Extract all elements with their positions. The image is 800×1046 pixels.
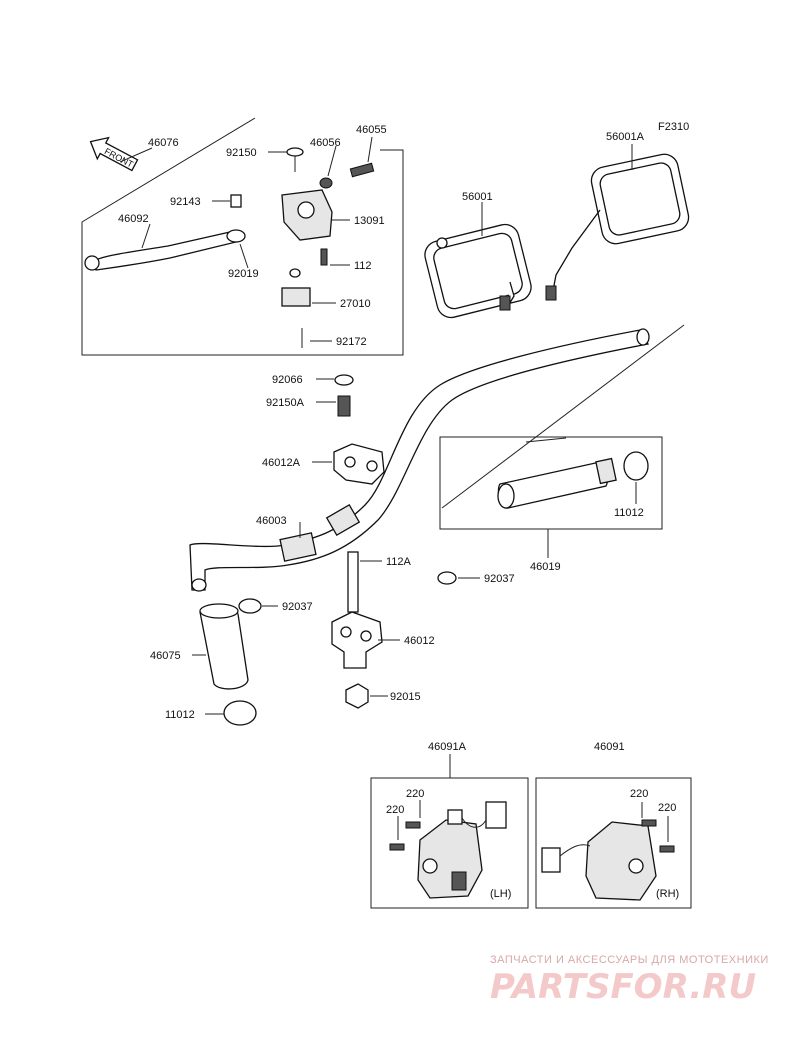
part-label-220-rh-a: 220 — [630, 788, 648, 800]
part-label-92037-upper: 92037 — [484, 573, 515, 585]
clip-92037-upper — [437, 571, 457, 585]
part-label-11012-right: 11012 — [614, 507, 644, 519]
bolt-112A — [347, 551, 359, 613]
clamp-46012A — [333, 443, 385, 485]
watermark-caption: ЗАПЧАСТИ И АКСЕССУАРЫ ДЛЯ МОТОТЕХНИКИ — [490, 954, 769, 966]
part-label-13091: 13091 — [354, 215, 385, 227]
watermark: ЗАПЧАСТИ И АКСЕССУАРЫ ДЛЯ МОТОТЕХНИКИ PA… — [490, 954, 769, 1007]
switch-side-lh: (LH) — [490, 888, 511, 900]
part-label-92015: 92015 — [390, 691, 421, 703]
switch-right-frame — [535, 777, 692, 909]
screw-112 — [320, 248, 328, 266]
part-label-46092: 46092 — [118, 213, 149, 225]
part-label-46091A: 46091A — [428, 741, 467, 753]
connector-left — [485, 801, 507, 829]
throttle-grip-group: 11012 46019 — [439, 436, 663, 573]
switch-housing-46091 — [585, 821, 657, 901]
watermark-logo: PARTSFOR.RU — [490, 967, 756, 1007]
part-label-46003: 46003 — [256, 515, 287, 527]
part-label-92150A: 92150A — [266, 397, 305, 409]
part-label-220-lh-b: 220 — [386, 804, 404, 816]
front-arrow-icon: FRONT — [89, 136, 139, 172]
part-label-92066: 92066 — [272, 374, 303, 386]
knurled-section-right — [325, 503, 361, 537]
pivot-bolt-head — [286, 147, 304, 157]
part-label-46055: 46055 — [356, 124, 387, 136]
handlebar-46003 — [189, 329, 650, 591]
part-label-27010: 27010 — [340, 298, 371, 310]
clamp-46012 — [331, 611, 383, 669]
part-label-220-rh-b: 220 — [658, 802, 676, 814]
handlebar-group — [189, 324, 685, 592]
bolt-46055 — [349, 162, 375, 178]
left-grip-group: 46075 11012 — [150, 603, 257, 726]
switch-left-group: 46091A 220 220 (LH) — [370, 741, 529, 909]
clamp-group: 92066 92150A 46012A 46003 112A 92037 920… — [238, 374, 515, 709]
lever-ball-end — [84, 255, 100, 271]
mirror-stem-right — [551, 209, 601, 297]
part-label-46075: 46075 — [150, 650, 181, 662]
end-cap-11012-right — [623, 451, 649, 481]
switch-side-rh: (RH) — [656, 888, 679, 900]
part-label-56001: 56001 — [462, 191, 493, 203]
bolt-92150A — [337, 395, 351, 417]
lever-group-frame — [81, 117, 404, 356]
part-label-112A: 112A — [386, 556, 412, 568]
connector-right — [541, 847, 561, 873]
nut-46056 — [319, 177, 333, 189]
throttle-grip-frame — [439, 436, 663, 530]
part-label-92150: 92150 — [226, 147, 257, 159]
washer-92066 — [334, 374, 354, 386]
part-label-220-lh-a: 220 — [406, 788, 424, 800]
collar-92143 — [230, 194, 242, 208]
part-label-92019: 92019 — [228, 268, 259, 280]
part-label-56001A: 56001A — [606, 131, 645, 143]
figure-code: F2310 — [658, 121, 689, 133]
grip-46075 — [199, 607, 249, 690]
knurled-section-left — [279, 532, 317, 562]
clip-92037-lower — [238, 598, 262, 614]
switch-right-group: 46091 220 220 (RH) — [535, 741, 692, 909]
mirrors-group: 56001A 56001 — [424, 131, 690, 319]
part-label-46012A: 46012A — [262, 457, 301, 469]
part-label-46019: 46019 — [530, 561, 561, 573]
part-label-92037-lower: 92037 — [282, 601, 313, 613]
clutch-lever — [91, 231, 238, 271]
switch-27010 — [281, 287, 311, 307]
part-label-46056: 46056 — [310, 137, 341, 149]
grip-46019 — [497, 461, 609, 509]
lever-assembly-group: FRONT 46076 92150 46056 46055 — [81, 117, 404, 356]
nut-92015 — [345, 683, 369, 709]
part-label-11012-left: 11012 — [165, 709, 195, 721]
part-label-46076: 46076 — [148, 137, 179, 149]
part-label-112: 112 — [354, 260, 372, 272]
part-label-46012: 46012 — [404, 635, 435, 647]
part-label-46091: 46091 — [594, 741, 625, 753]
end-cap-11012-left — [223, 700, 257, 726]
part-label-92143: 92143 — [170, 196, 201, 208]
part-label-92172: 92172 — [336, 336, 367, 348]
